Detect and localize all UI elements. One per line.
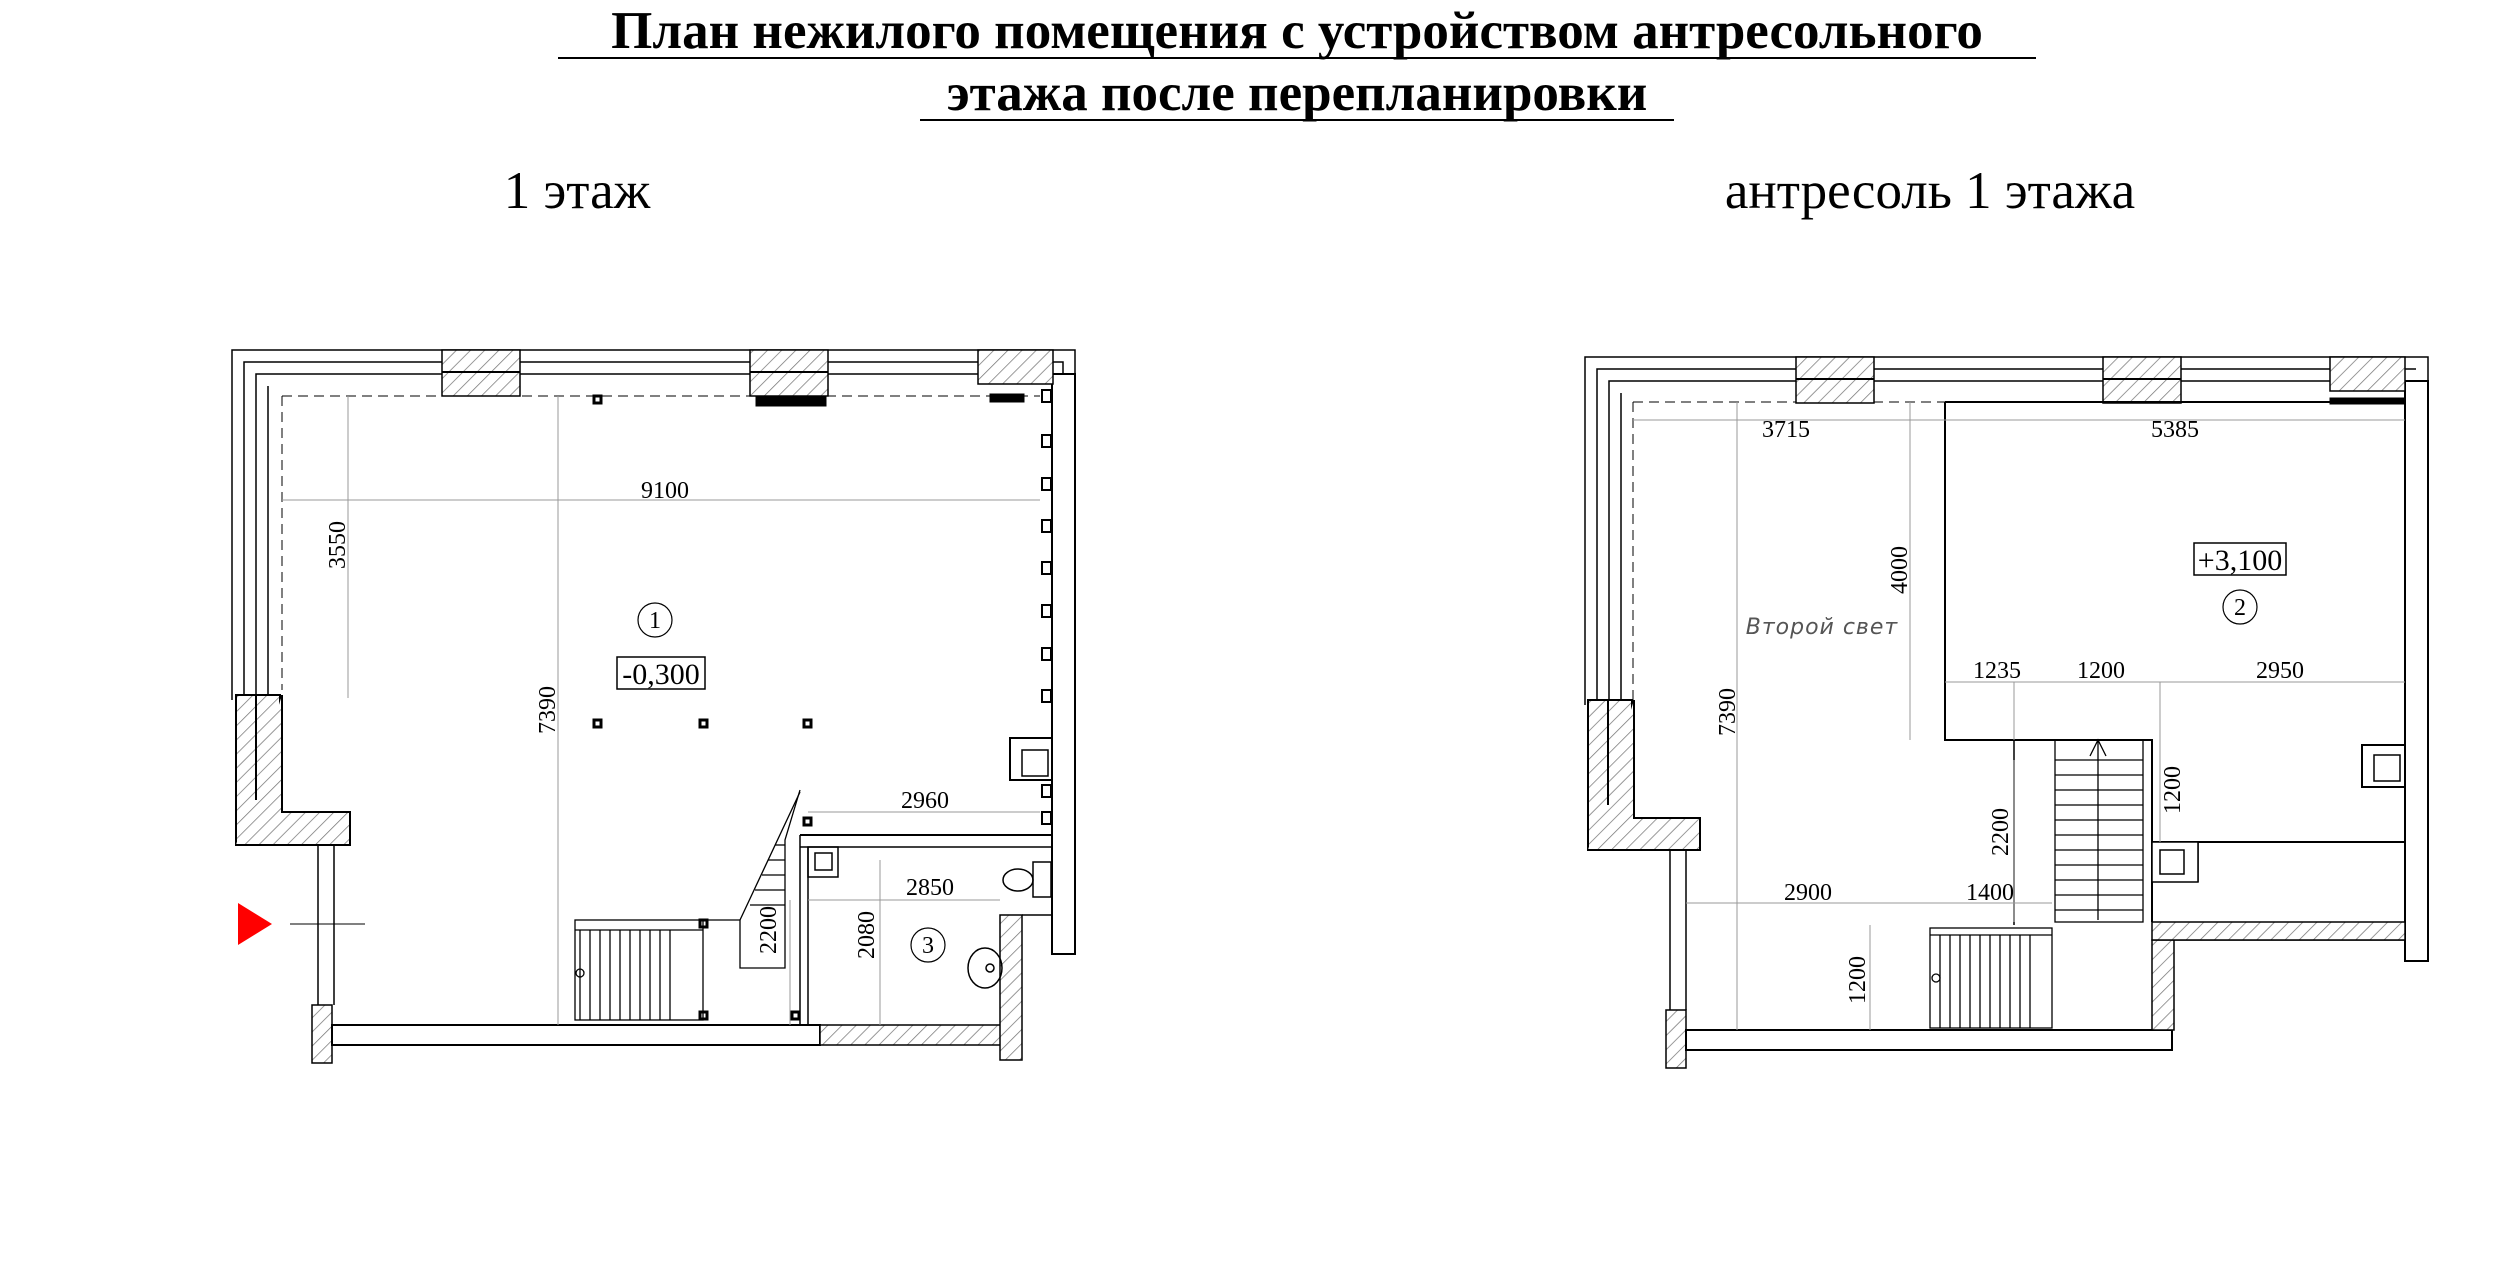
entrance-arrow-icon	[238, 903, 272, 945]
dim-7390-mezzanine: 7390	[1715, 688, 1741, 736]
dim-4000: 4000	[1887, 546, 1913, 594]
dim-7390-first: 7390	[535, 686, 561, 734]
room-marker-3	[910, 927, 946, 963]
room-number-3: 3	[922, 933, 934, 959]
dim-1235: 1235	[1973, 658, 2021, 684]
wc-fixtures	[807, 846, 1052, 989]
dim-3715: 3715	[1762, 417, 1810, 443]
dim-1400: 1400	[1966, 880, 2014, 906]
dimension-lines-first	[282, 396, 1040, 1025]
staircase-first-floor	[574, 789, 801, 1021]
window-right-1	[1795, 356, 1875, 404]
dim-2200-mezzanine: 2200	[1988, 808, 2014, 856]
dim-1200-right: 1200	[2160, 766, 2186, 814]
first-floor-label: 1 этаж	[504, 162, 651, 220]
room-number-1: 1	[649, 608, 661, 634]
staircase-mezzanine	[1929, 738, 2144, 1029]
elevation-first: -0,300	[622, 658, 700, 691]
dim-2950: 2950	[2256, 658, 2304, 684]
mezzanine-label: антресоль 1 этажа	[1725, 162, 2135, 220]
room-marker-2	[2222, 589, 2258, 625]
second-light-label: Второй свет	[1746, 615, 1899, 640]
mezzanine-plan	[1584, 356, 2429, 1069]
window-right-3	[2329, 356, 2406, 405]
elevation-box-mezzanine	[2193, 542, 2287, 576]
title-line-1: План нежилого помещения с устройством ан…	[611, 2, 1983, 60]
window-left-1	[441, 349, 521, 397]
dim-5385: 5385	[2151, 417, 2199, 443]
dim-9100: 9100	[641, 478, 689, 504]
dimension-lines-mezzanine	[1633, 402, 2405, 1030]
title-line-2: этажа после перепланировки	[947, 64, 1648, 122]
dim-3550: 3550	[325, 521, 351, 569]
room-number-2: 2	[2234, 595, 2246, 621]
room-marker-1	[637, 602, 673, 638]
dim-2850: 2850	[906, 875, 954, 901]
dim-2200-first: 2200	[756, 906, 782, 954]
first-floor-plan	[231, 349, 1076, 1064]
window-left-3	[977, 349, 1054, 403]
dim-2900: 2900	[1784, 880, 1832, 906]
elevation-mezzanine: +3,100	[2198, 544, 2282, 577]
window-right-2	[2102, 356, 2182, 404]
dim-2960: 2960	[901, 788, 949, 814]
dim-2080: 2080	[854, 911, 880, 959]
dim-1200-top: 1200	[2077, 658, 2125, 684]
window-left-2	[749, 349, 829, 407]
dim-1200-bottom: 1200	[1845, 956, 1871, 1004]
elevation-box-first	[616, 656, 706, 690]
